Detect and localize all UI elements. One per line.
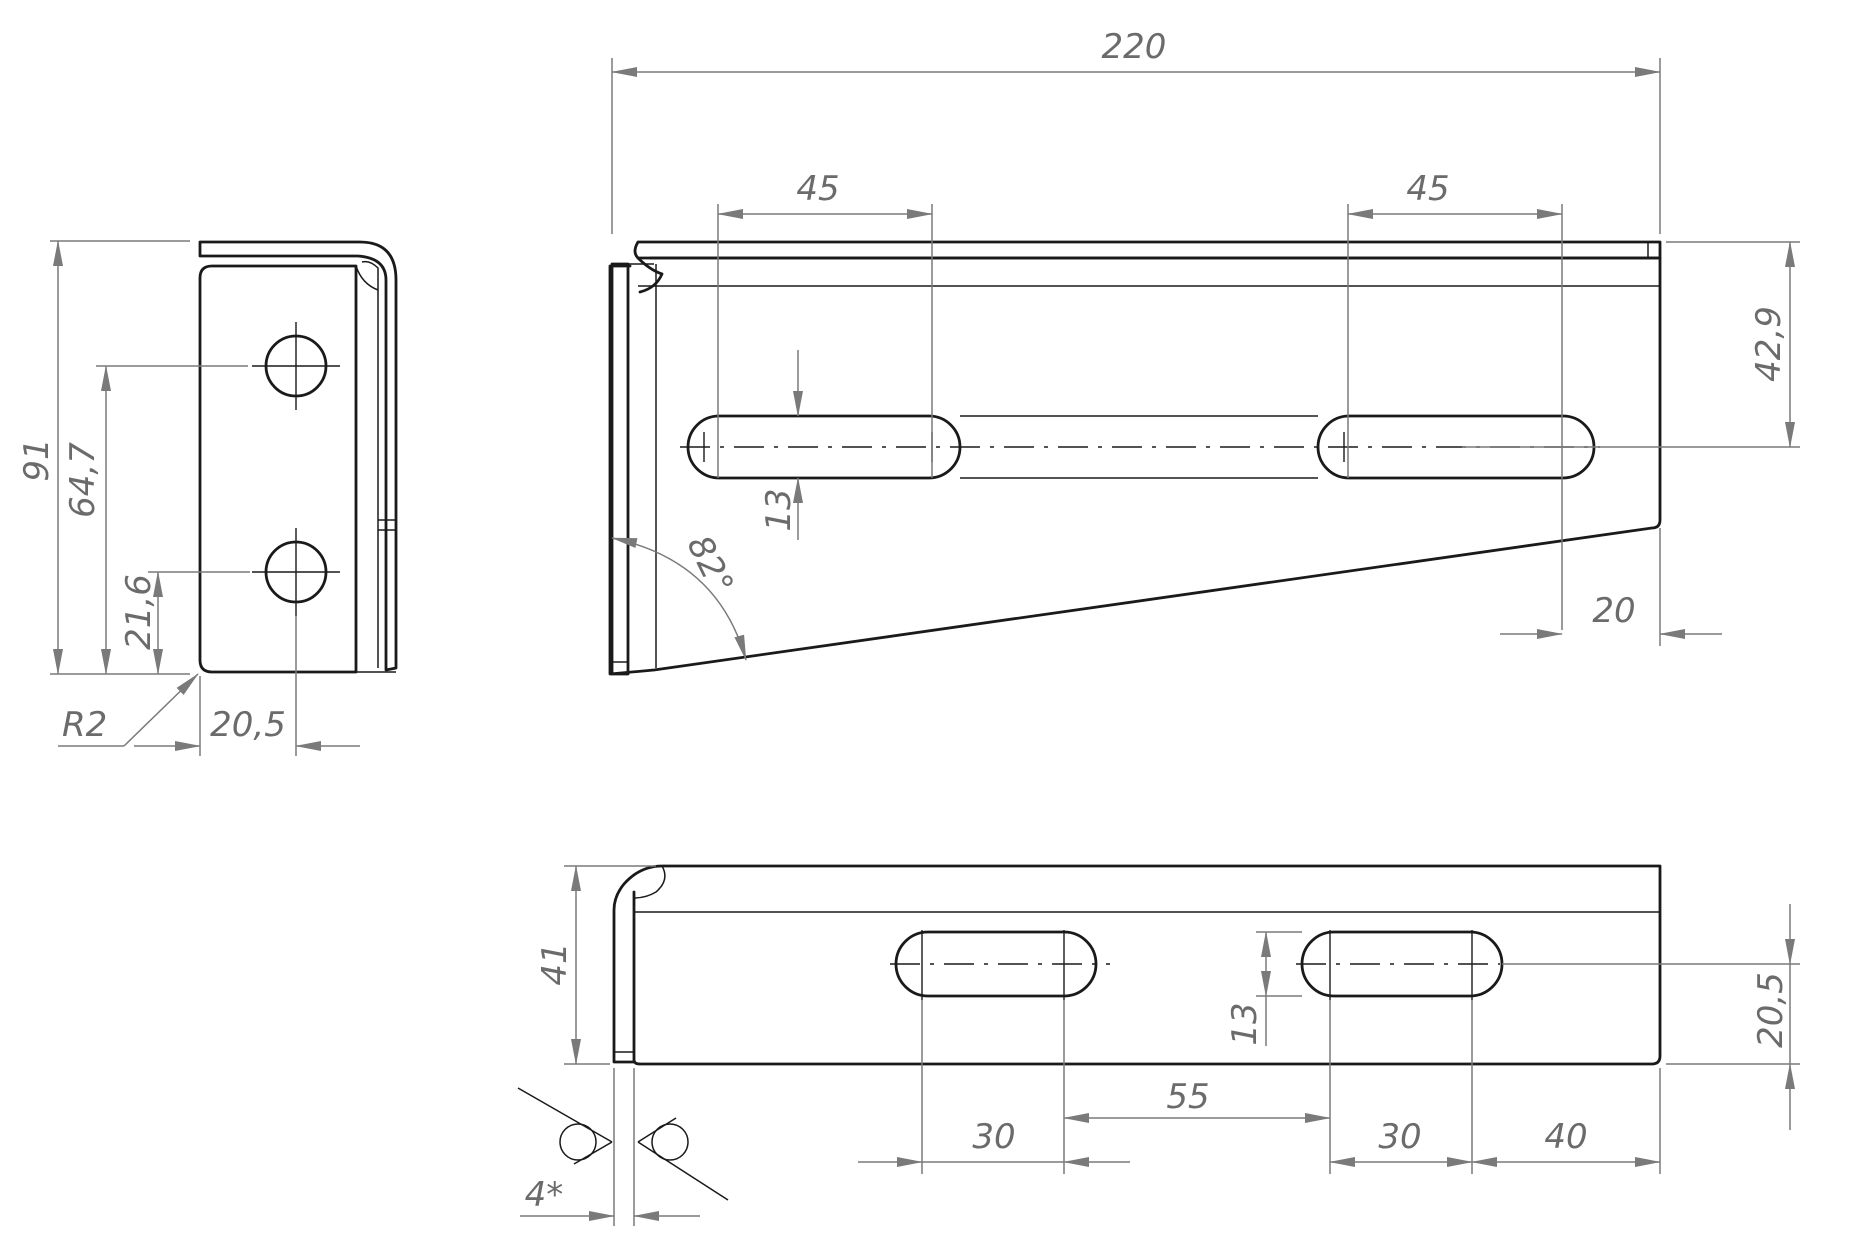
dim-21-6-label: 21,6 <box>119 574 159 650</box>
front-view-web <box>608 256 1662 676</box>
dim-45-left-label: 45 <box>796 169 839 209</box>
dim-30-left-label: 30 <box>972 1117 1015 1157</box>
weld-symbol: 4* <box>517 1068 729 1226</box>
dim-64-7-label: 64,7 <box>63 442 103 518</box>
front-view: 220 45 45 42,9 13 82° 20 <box>608 27 1800 676</box>
side-view-outline <box>198 240 398 672</box>
dim-13-front-label: 13 <box>759 488 799 531</box>
dim-20-5-bottom-label: 20,5 <box>1751 972 1791 1048</box>
dim-13-bottom-label: 13 <box>1225 1002 1265 1045</box>
dim-4-weld-label: 4* <box>525 1175 564 1215</box>
dim-30-right-label: 30 <box>1378 1117 1421 1157</box>
dim-91-label: 91 <box>17 438 57 481</box>
dim-40-label: 40 <box>1544 1117 1587 1157</box>
dim-82-angle-label: 82° <box>679 529 741 601</box>
bottom-view-outline <box>612 864 1662 1066</box>
bottom-view: 41 13 20,5 30 55 30 40 <box>517 864 1800 1226</box>
dim-41-label: 41 <box>535 942 575 985</box>
dim-r2-label: R2 <box>62 705 107 745</box>
front-view-top-flange <box>633 240 1662 260</box>
front-view-end-plate <box>610 262 630 676</box>
dim-55-label: 55 <box>1166 1077 1209 1117</box>
dim-20-front-label: 20 <box>1592 591 1635 631</box>
dim-42-9-label: 42,9 <box>1749 306 1789 382</box>
side-view-plate <box>198 264 358 674</box>
dim-220-label: 220 <box>1102 27 1167 67</box>
side-view: 91 64,7 21,6 R2 20,5 <box>17 240 398 756</box>
dim-20-5-label: 20,5 <box>210 705 286 745</box>
dim-45-right-label: 45 <box>1406 169 1449 209</box>
